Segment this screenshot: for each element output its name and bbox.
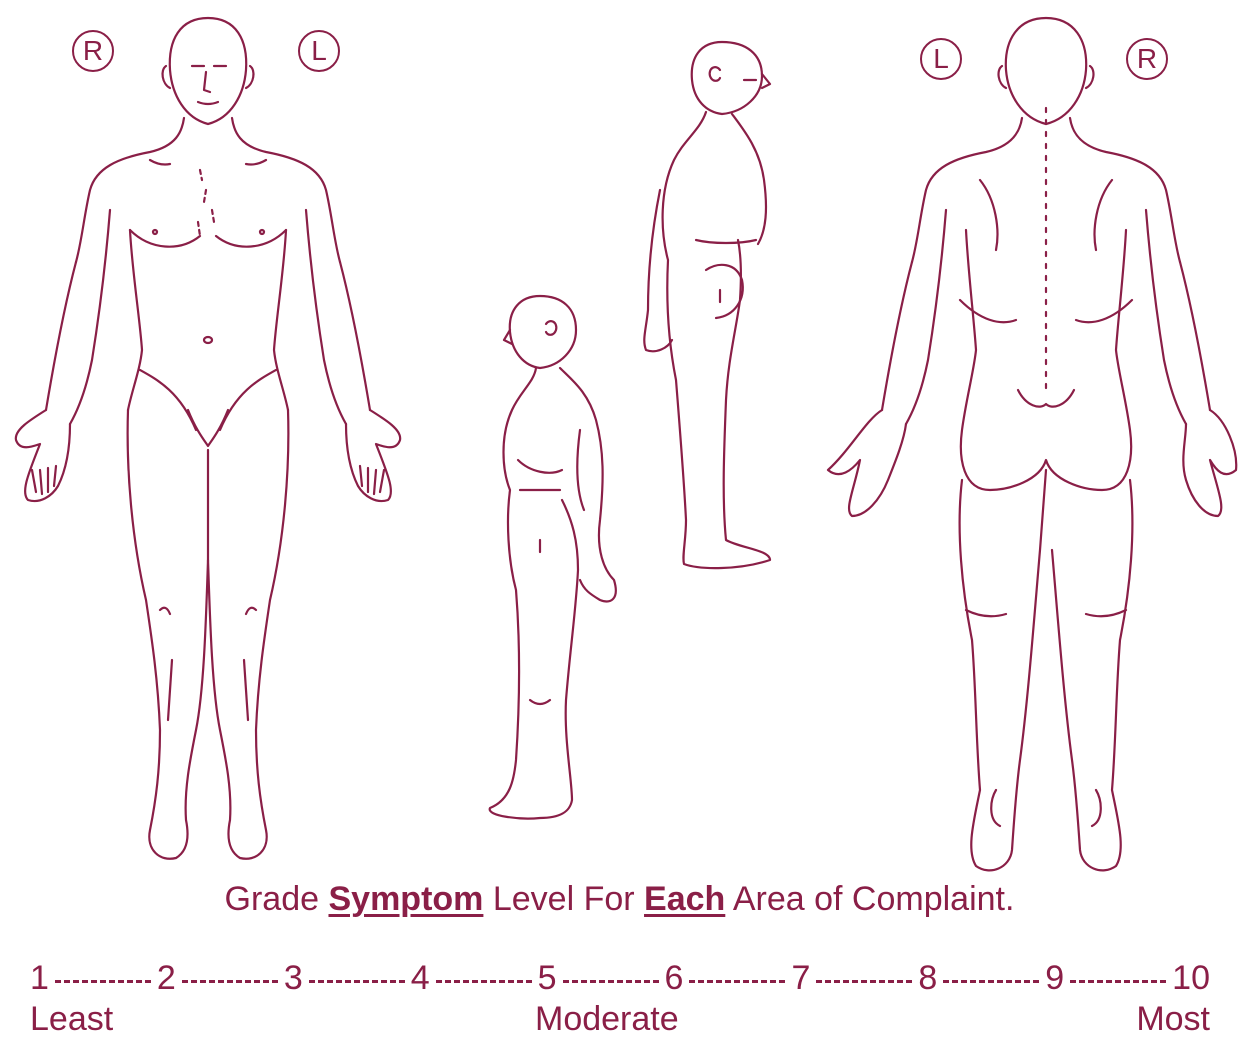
scale-label-most: Most xyxy=(1136,1000,1210,1039)
symptom-scale: 1 2 3 4 5 6 7 8 9 10 xyxy=(30,958,1210,998)
marker-letter: L xyxy=(933,45,949,73)
scale-divider xyxy=(309,980,405,983)
back-right-marker: R xyxy=(1126,38,1168,80)
instruction-suffix: Area of Complaint. xyxy=(725,880,1014,918)
scale-labels: Least Moderate Most xyxy=(30,1000,1210,1040)
scale-value-4[interactable]: 4 xyxy=(411,959,430,998)
back-view-figure[interactable] xyxy=(828,18,1236,870)
scale-value-10[interactable]: 10 xyxy=(1172,959,1210,998)
scale-value-7[interactable]: 7 xyxy=(791,959,810,998)
scale-value-9[interactable]: 9 xyxy=(1045,959,1064,998)
marker-letter: L xyxy=(311,37,327,65)
front-left-marker: L xyxy=(298,30,340,72)
scale-divider xyxy=(436,980,532,983)
marker-letter: R xyxy=(83,37,103,65)
scale-value-5[interactable]: 5 xyxy=(538,959,557,998)
instruction-middle: Level For xyxy=(483,880,644,918)
scale-value-2[interactable]: 2 xyxy=(157,959,176,998)
scale-divider xyxy=(1070,980,1166,983)
scale-divider xyxy=(816,980,912,983)
instruction-prefix: Grade xyxy=(225,880,329,918)
scale-value-3[interactable]: 3 xyxy=(284,959,303,998)
instruction-emphasis-symptom: Symptom xyxy=(328,880,483,918)
scale-divider xyxy=(689,980,785,983)
scale-label-moderate: Moderate xyxy=(535,1000,679,1039)
side-view-figure-left[interactable] xyxy=(490,296,616,819)
back-left-marker: L xyxy=(920,38,962,80)
scale-value-6[interactable]: 6 xyxy=(665,959,684,998)
scale-divider xyxy=(563,980,659,983)
scale-divider xyxy=(55,980,151,983)
marker-letter: R xyxy=(1137,45,1157,73)
scale-label-least: Least xyxy=(30,1000,113,1039)
scale-value-8[interactable]: 8 xyxy=(918,959,937,998)
front-right-marker: R xyxy=(72,30,114,72)
scale-divider xyxy=(182,980,278,983)
instruction-emphasis-each: Each xyxy=(644,880,725,918)
instruction-text: Grade Symptom Level For Each Area of Com… xyxy=(0,880,1239,919)
scale-divider xyxy=(943,980,1039,983)
scale-value-1[interactable]: 1 xyxy=(30,959,49,998)
front-view-figure[interactable] xyxy=(16,18,400,859)
side-view-figure-right[interactable] xyxy=(644,42,770,568)
body-diagram xyxy=(0,0,1239,880)
